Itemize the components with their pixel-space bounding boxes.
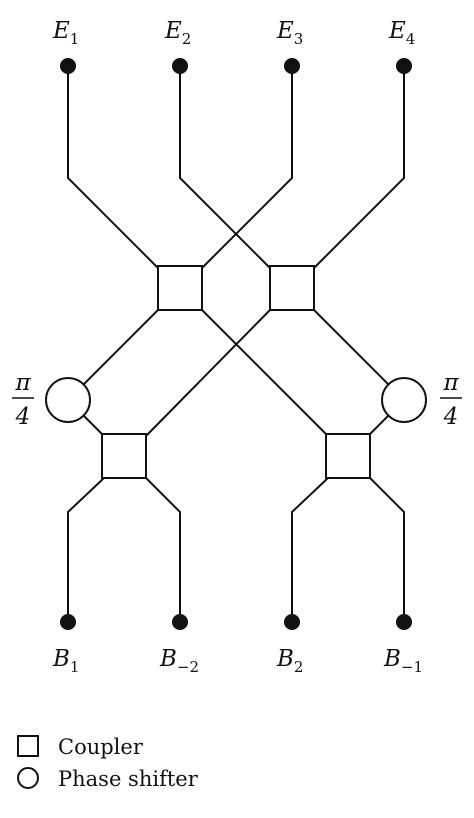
phase-shifter-left (45, 377, 91, 423)
legend-phase-shifter-label: Phase shifter (58, 767, 199, 791)
input-terminals (60, 58, 412, 74)
label-b1: B1 (52, 646, 79, 676)
phase-label-left: π 4 (12, 370, 34, 430)
label-bm2: B−2 (159, 646, 199, 676)
label-e1: E1 (52, 18, 79, 48)
terminal-e1 (60, 58, 76, 74)
output-terminals (60, 614, 412, 630)
phase-label-right: π 4 (440, 370, 462, 430)
coupler-3 (101, 433, 147, 479)
terminal-e4 (396, 58, 412, 74)
wire-b2 (291, 477, 329, 622)
wire-bm2 (145, 477, 181, 622)
label-e3: E3 (276, 18, 303, 48)
legend-coupler-icon (17, 735, 39, 757)
label-e4: E4 (388, 18, 415, 48)
terminal-b2 (284, 614, 300, 630)
coupler-4 (325, 433, 371, 479)
wire-bm1 (369, 477, 405, 622)
phase-right-numerator: π (442, 370, 459, 396)
coupler-1 (157, 265, 203, 311)
wire-e1 (67, 66, 159, 269)
label-bm1: B−1 (383, 646, 423, 676)
legend: Coupler Phase shifter (17, 735, 199, 791)
terminal-b1 (60, 614, 76, 630)
label-e2: E2 (164, 18, 191, 48)
wire-phase-left-c3 (83, 415, 105, 437)
terminal-e3 (284, 58, 300, 74)
legend-coupler-label: Coupler (58, 735, 144, 759)
wires (67, 66, 405, 622)
wire-c2-phase-right (313, 309, 391, 387)
terminal-e2 (172, 58, 188, 74)
phase-left-denominator: 4 (15, 404, 31, 430)
wire-e4 (313, 66, 405, 269)
wire-e2 (179, 66, 271, 269)
phase-right-denominator: 4 (443, 404, 459, 430)
wire-c1-c4 (201, 309, 329, 437)
legend-phase-shifter-icon (17, 767, 39, 789)
coupler-2 (269, 265, 315, 311)
wire-b1 (67, 477, 105, 622)
terminal-bm2 (172, 614, 188, 630)
wire-phase-right-c4 (369, 415, 389, 435)
terminal-bm1 (396, 614, 412, 630)
phase-left-numerator: π (14, 370, 31, 396)
phase-shifter-right (381, 377, 427, 423)
wire-c1-phase-left (83, 309, 159, 385)
label-b2: B2 (276, 646, 303, 676)
wire-c2-c3 (145, 309, 271, 437)
wire-e3 (201, 66, 293, 269)
